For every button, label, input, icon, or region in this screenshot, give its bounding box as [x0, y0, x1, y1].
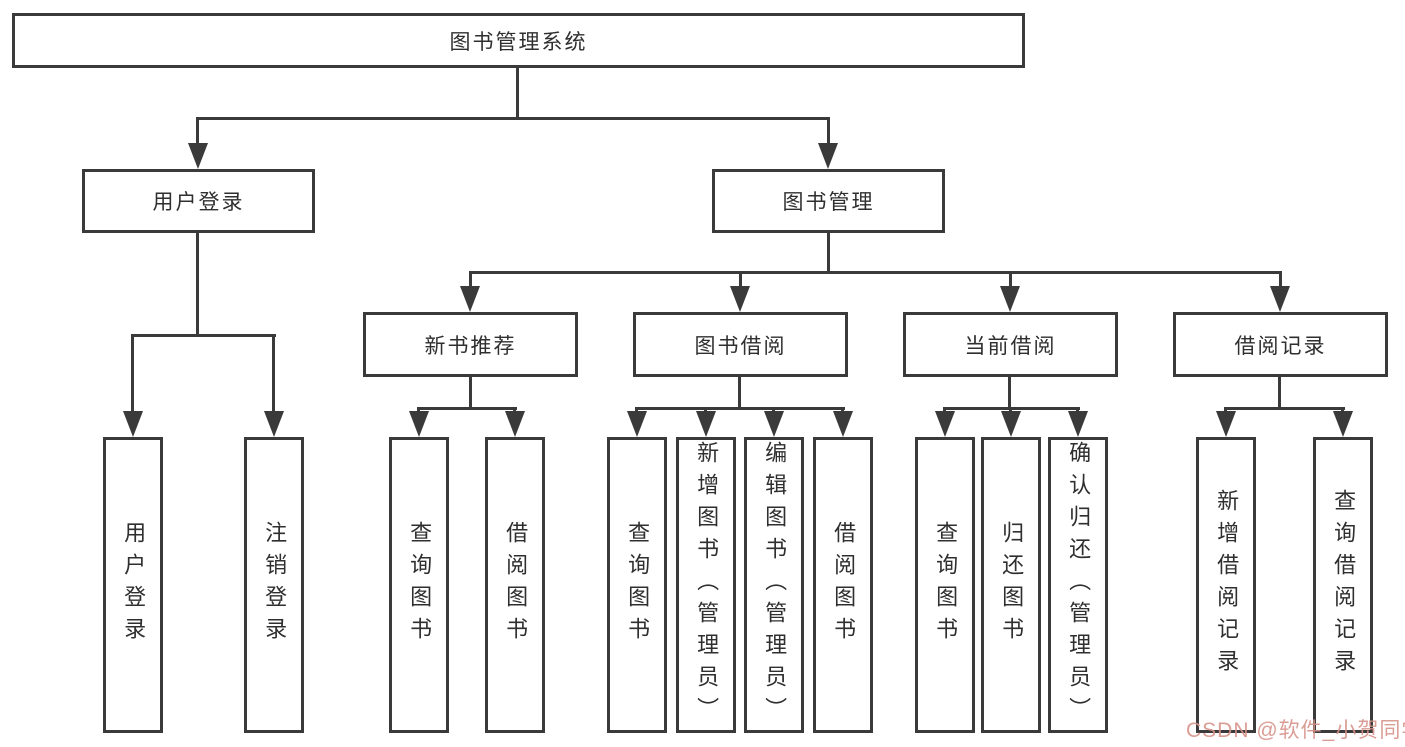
node-label: 注销登录	[262, 521, 288, 649]
node-book-borrow: 图书借阅	[633, 312, 848, 377]
connector-line	[417, 407, 517, 410]
arrow-down-icon	[1068, 411, 1088, 437]
connector-line	[1009, 271, 1012, 289]
node-borrow-records: 借阅记录	[1173, 312, 1388, 377]
connector-line	[516, 68, 519, 120]
arrow-down-icon	[1270, 286, 1290, 312]
leaf-logout-login: 注销登录	[244, 437, 304, 733]
node-label: 借阅记录	[1234, 334, 1327, 358]
node-label: 确认归还（管理员）	[1066, 441, 1092, 729]
node-current-borrow: 当前借阅	[903, 312, 1118, 377]
node-label: 新书推荐	[424, 334, 517, 358]
leaf-newbook-query: 查询图书	[389, 437, 449, 733]
leaf-borrow-query: 查询图书	[607, 437, 667, 733]
connector-line	[827, 117, 830, 145]
leaf-records-add: 新增借阅记录	[1196, 437, 1256, 733]
connector-line	[469, 271, 1282, 274]
node-label: 新增图书（管理员）	[694, 441, 720, 729]
arrow-down-icon	[696, 411, 716, 437]
connector-line	[1224, 407, 1345, 410]
node-label: 编辑图书（管理员）	[762, 441, 788, 729]
node-label: 新增借阅记录	[1214, 489, 1240, 681]
connector-line	[1279, 271, 1282, 289]
node-label: 用户登录	[152, 191, 245, 214]
connector-line	[1278, 377, 1281, 410]
leaf-borrow-borrow: 借阅图书	[813, 437, 873, 733]
connector-line	[272, 334, 275, 414]
node-label: 查询借阅记录	[1331, 489, 1357, 681]
arrow-down-icon	[730, 286, 750, 312]
arrow-down-icon	[935, 411, 955, 437]
node-label: 查询图书	[407, 521, 433, 649]
node-label: 查询图书	[933, 521, 959, 649]
node-label: 当前借阅	[964, 334, 1057, 358]
leaf-newbook-borrow: 借阅图书	[485, 437, 545, 733]
connector-line	[131, 334, 276, 337]
connector-line	[196, 233, 199, 337]
leaf-current-return: 归还图书	[981, 437, 1041, 733]
leaf-records-query: 查询借阅记录	[1313, 437, 1373, 733]
arrow-down-icon	[264, 411, 284, 437]
leaf-current-query: 查询图书	[915, 437, 975, 733]
connector-line	[1008, 377, 1011, 410]
arrow-down-icon	[505, 411, 525, 437]
node-label: 图书借阅	[694, 334, 787, 358]
arrow-down-icon	[460, 286, 480, 312]
node-new-book-recommend: 新书推荐	[363, 312, 578, 377]
connector-line	[469, 377, 472, 410]
connector-line	[196, 117, 199, 145]
arrow-down-icon	[627, 411, 647, 437]
arrow-down-icon	[123, 411, 143, 437]
arrow-down-icon	[1216, 411, 1236, 437]
arrow-down-icon	[188, 143, 208, 169]
node-label: 图书管理	[782, 191, 875, 214]
arrow-down-icon	[833, 411, 853, 437]
node-root: 图书管理系统	[12, 13, 1025, 68]
arrow-down-icon	[1333, 411, 1353, 437]
connector-line	[738, 377, 741, 410]
leaf-user-login: 用户登录	[103, 437, 163, 733]
leaf-current-confirm-admin: 确认归还（管理员）	[1048, 437, 1108, 733]
arrow-down-icon	[818, 143, 838, 169]
node-label: 查询图书	[625, 521, 651, 649]
node-book-management: 图书管理	[712, 169, 945, 233]
arrow-down-icon	[764, 411, 784, 437]
connector-line	[131, 334, 134, 414]
node-label: 图书管理系统	[449, 30, 588, 54]
connector-line	[196, 117, 830, 120]
node-label: 用户登录	[121, 521, 147, 649]
node-label: 借阅图书	[831, 521, 857, 649]
leaf-borrow-edit-admin: 编辑图书（管理员）	[744, 437, 804, 733]
csdn-watermark: CSDN @软件_小贺同学	[1186, 719, 1405, 742]
node-label: 归还图书	[999, 521, 1025, 649]
node-user-login: 用户登录	[82, 169, 315, 233]
connector-line	[635, 407, 845, 410]
connector-line	[739, 271, 742, 289]
leaf-borrow-add-admin: 新增图书（管理员）	[676, 437, 736, 733]
arrow-down-icon	[409, 411, 429, 437]
arrow-down-icon	[1000, 286, 1020, 312]
connector-line	[827, 233, 830, 274]
arrow-down-icon	[1001, 411, 1021, 437]
node-label: 借阅图书	[503, 521, 529, 649]
connector-line	[469, 271, 472, 289]
